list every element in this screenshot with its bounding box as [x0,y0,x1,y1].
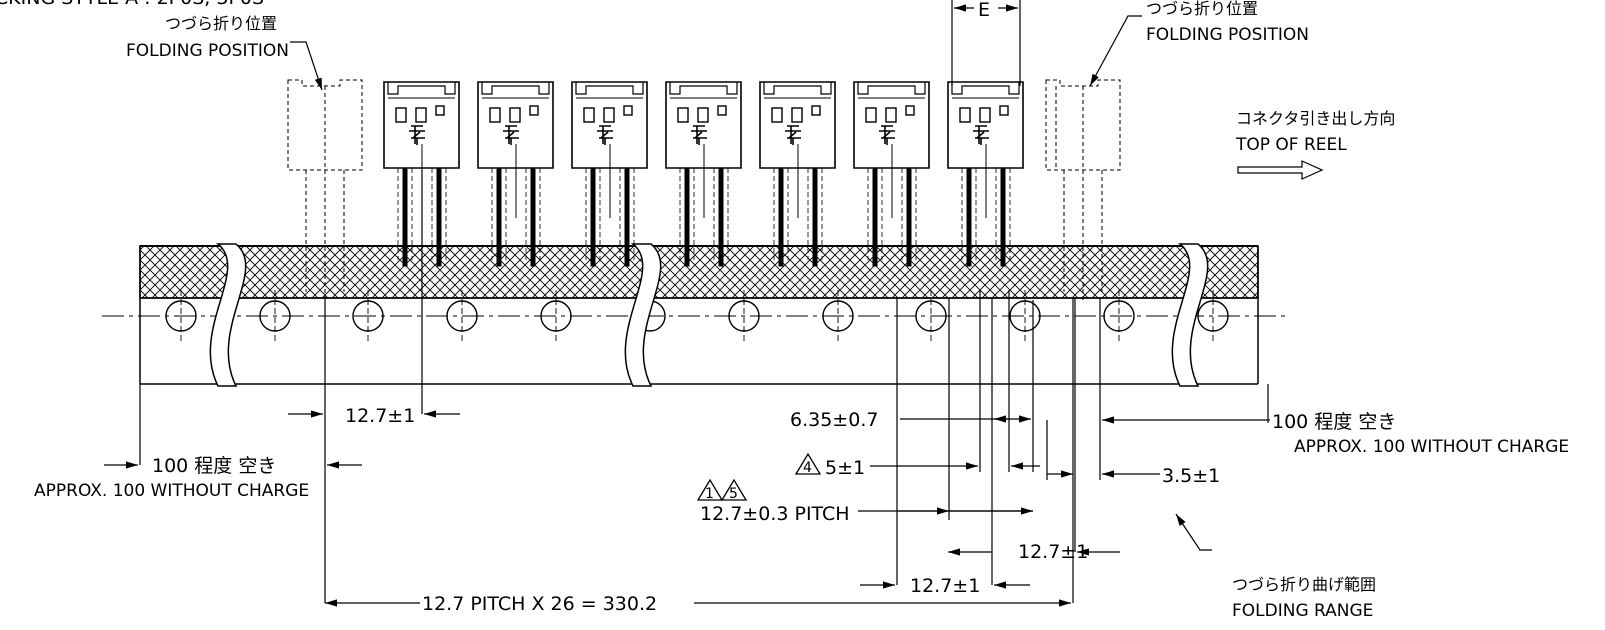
tape-hatched-band [139,245,1259,299]
header-text: PACKING STYLE A : 2P0S, 3P0S [0,0,264,9]
folding-range-jp: つづら折り曲げ範囲 [1232,575,1376,594]
connector [759,81,836,267]
without-charge-en-left: APPROX. 100 WITHOUT CHARGE [34,481,309,501]
reel-direction-jp: コネクタ引き出し方向 [1236,109,1395,128]
folding-position-jp-right: つづら折り位置 [1146,0,1258,18]
dim-pitch-right: 12.7±1 [1018,541,1088,563]
dim-note4: 5±1 [825,457,865,479]
note1-symbol: 1 [705,486,714,502]
dim-offset-635: 6.35±0.7 [790,409,878,431]
folding-position-jp-left: つづら折り位置 [165,14,277,33]
without-charge-jp-right: 100 程度 空き [1272,411,1396,433]
connector [477,81,554,267]
tape-break-symbols [209,243,1209,387]
folding-leader-left [290,41,323,91]
folding-position-en-left: FOLDING POSITION [126,41,289,61]
connector [665,81,742,267]
reel-direction-en: TOP OF REEL [1235,135,1347,155]
note4-symbol: 4 [803,460,812,476]
dimension-lines [104,170,1270,607]
note5-symbol: 5 [729,486,738,502]
tape [102,245,1290,385]
lead-width-dimension [951,0,1021,86]
connector [571,81,648,267]
folding-leader-right [1089,15,1142,87]
connector [947,81,1024,267]
without-charge-jp-left: 100 程度 空き [152,455,276,477]
note4-marker: 4 [794,452,822,476]
reel-direction-arrow [1237,160,1324,180]
dim-offset-35: 3.5±1 [1162,465,1220,487]
connector-phantom [287,79,363,300]
lead-width-label: E [978,0,990,21]
dim-pitch-tolerance: 12.7±0.3 PITCH [700,503,850,525]
dim-left-spacing: 12.7±1 [345,405,415,427]
folding-position-en-right: FOLDING POSITION [1146,25,1309,45]
folding-range-en: FOLDING RANGE [1232,601,1373,621]
connectors [287,79,1121,300]
note-markers: 1 5 [696,478,748,502]
dim-pitch-bottom: 12.7±1 [910,575,980,597]
connector [853,81,930,267]
without-charge-en-right: APPROX. 100 WITHOUT CHARGE [1294,437,1569,457]
dim-total-pitch: 12.7 PITCH X 26 = 330.2 [422,593,657,615]
